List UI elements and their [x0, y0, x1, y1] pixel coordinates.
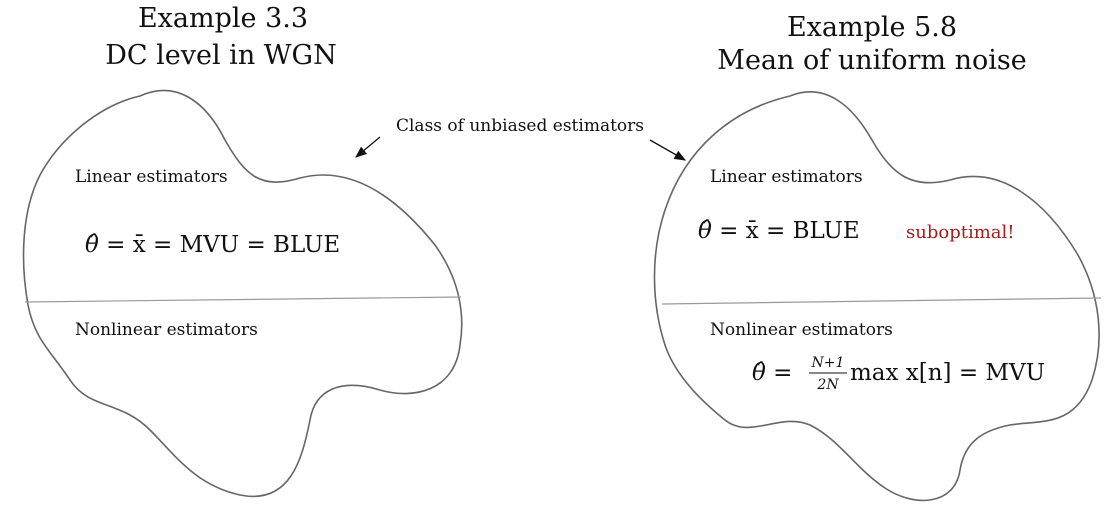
left-nonlinear-label: Nonlinear estimators — [75, 320, 258, 340]
right-unbiased-class-outline — [653, 91, 1100, 502]
right-nonlinear-label: Nonlinear estimators — [710, 320, 893, 340]
right-title-line2: Mean of uniform noise — [717, 45, 1026, 76]
fraction-denominator: 2N — [816, 377, 839, 393]
callout-arrow-right — [649, 139, 687, 161]
right-linear-formula: θ̂ = x̄ = BLUE — [698, 218, 860, 244]
right-theta-hat: θ̂ — [698, 218, 712, 244]
right-linear-formula-rest: = x̄ = BLUE — [712, 218, 860, 244]
right-title-line1: Example 5.8 — [787, 12, 957, 43]
right-nl-theta-hat: θ̂ — [752, 360, 766, 386]
suboptimal-note: suboptimal! — [906, 222, 1015, 243]
left-title-line1: Example 3.3 — [138, 3, 308, 34]
right-linear-label: Linear estimators — [710, 167, 863, 187]
right-divider — [661, 297, 1102, 305]
left-theta-hat: θ̂ — [85, 232, 99, 258]
right-nl-equals: = — [766, 360, 793, 386]
callout-arrow-left — [355, 136, 381, 158]
left-linear-formula-rest: = x̄ = MVU = BLUE — [99, 232, 340, 258]
left-divider — [24, 296, 462, 303]
right-nonlinear-formula-rest: max x[n] = MVU — [850, 360, 1045, 386]
left-unbiased-class-outline — [22, 89, 463, 498]
left-linear-formula: θ̂ = x̄ = MVU = BLUE — [85, 232, 340, 258]
unbiased-class-callout: Class of unbiased estimators — [396, 116, 644, 136]
left-title-line2: DC level in WGN — [105, 40, 337, 71]
right-nonlinear-formula-lhs: θ̂ = — [752, 360, 792, 386]
left-linear-label: Linear estimators — [75, 167, 228, 187]
fraction-numerator: N+1 — [811, 355, 845, 371]
